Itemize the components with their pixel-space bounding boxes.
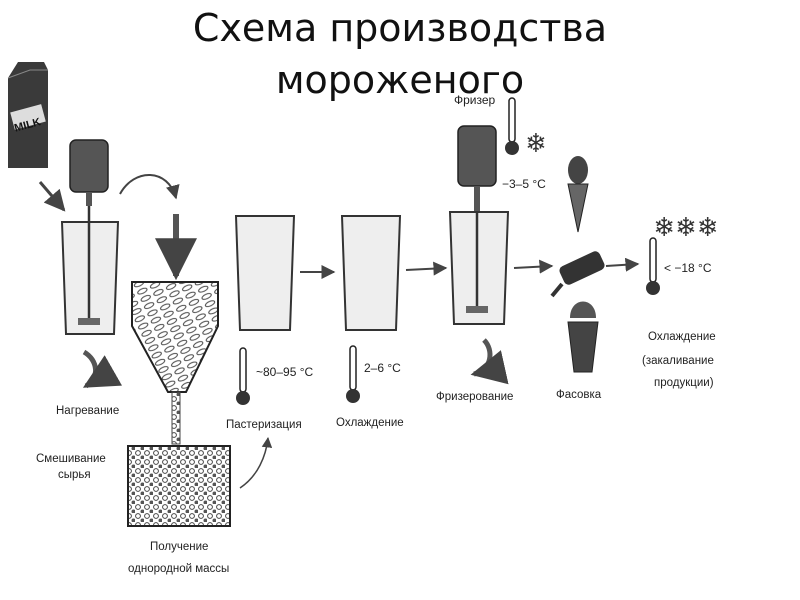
- pasteurization-temp: ~80–95 °С: [256, 365, 314, 379]
- cooling-temp: 2–6 °С: [364, 361, 401, 375]
- freezer-label: Фризер: [454, 93, 496, 107]
- mixing-tank: [60, 139, 120, 335]
- thermometer-icon: [505, 97, 519, 155]
- cooling-tank: [340, 215, 402, 331]
- step-hardening-line3: продукции): [654, 377, 714, 389]
- step-hardening-line1: Охлаждение: [648, 331, 716, 343]
- pasteurization-tank: [234, 215, 296, 331]
- step-homogenization-line1: Получение: [150, 541, 208, 553]
- step-cooling: Охлаждение: [336, 417, 404, 429]
- hopper: [131, 281, 219, 445]
- freezer-temp: −3–5 °С: [502, 177, 546, 191]
- freezer-tank: [448, 125, 510, 325]
- curved-arrow-icon: [239, 436, 273, 489]
- arrow-icon: [605, 257, 640, 272]
- ice-cream-bar-icon: [550, 251, 605, 298]
- ice-cream-cup-icon: [567, 301, 599, 373]
- heating-rotation-arrow: [82, 349, 123, 389]
- freezing-rotation-arrow: [470, 338, 509, 385]
- step-mixing-line1: Смешивание: [36, 453, 106, 465]
- ice-cream-cone-icon: [567, 156, 589, 233]
- milk-carton-icon: MILK: [7, 62, 48, 168]
- step-homogenization-line2: однородной массы: [128, 563, 229, 575]
- title-line-2: мороженого: [275, 58, 525, 102]
- step-hardening-line2: (закаливание: [642, 355, 714, 367]
- snowflake-icon: ❄: [525, 129, 547, 159]
- step-mixing-line2: сырья: [58, 469, 91, 481]
- milk-arrow: [38, 181, 66, 212]
- thermometer-icon: [236, 347, 250, 405]
- step-freezing: Фризерование: [436, 391, 513, 403]
- title-line-1: Схема производства: [192, 6, 608, 50]
- arrow-icon: [513, 259, 554, 274]
- thermometer-icon: [346, 345, 360, 403]
- step-pasteurization: Пастеризация: [226, 419, 302, 431]
- thermometer-icon: [646, 237, 660, 295]
- arrow-icon: [405, 261, 448, 276]
- snowflakes-icon: ❄❄❄: [653, 213, 718, 243]
- curved-arrow-icon: [119, 174, 180, 200]
- step-packaging: Фасовка: [556, 389, 602, 401]
- hardening-temp: < −18 °С: [664, 261, 712, 275]
- page-title: Схема производства мороженого: [0, 2, 800, 106]
- step-heating: Нагревание: [56, 405, 119, 417]
- homogenized-mass-box: [127, 445, 231, 527]
